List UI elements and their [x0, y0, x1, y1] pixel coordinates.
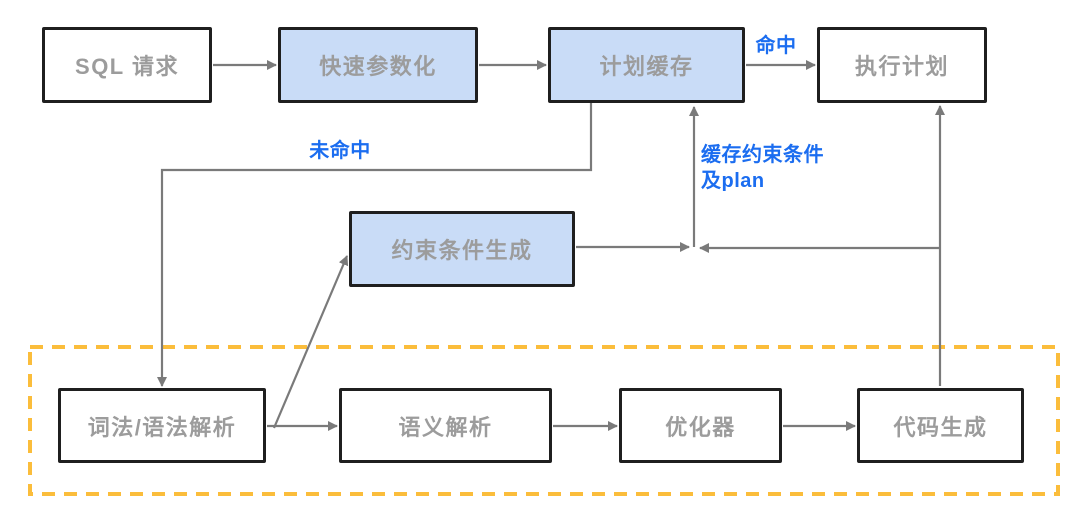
- node-optimizer: 优化器: [619, 388, 782, 463]
- edge-label-miss: 未命中: [309, 140, 371, 162]
- parser-group-dashed-border: [28, 345, 1060, 496]
- node-plan-cache: 计划缓存: [548, 27, 745, 103]
- node-code-generation: 代码生成: [857, 388, 1024, 463]
- node-execution-plan: 执行计划: [817, 27, 987, 103]
- node-semantic-parsing: 语义解析: [339, 388, 552, 463]
- node-fast-parameterization: 快速参数化: [278, 27, 478, 103]
- node-constraint-generation: 约束条件生成: [349, 211, 575, 287]
- node-lexical-syntax-parsing: 词法/语法解析: [58, 388, 266, 463]
- arrow-lexparse-to-constraintgen: [272, 255, 349, 429]
- arrow-plancache-to-lexparse-miss: [157, 103, 593, 387]
- edge-label-cache-constraints-and-plan: 缓存约束条件 及plan: [701, 144, 824, 192]
- node-sql-request: SQL 请求: [42, 27, 212, 103]
- edge-label-hit: 命中: [755, 35, 797, 57]
